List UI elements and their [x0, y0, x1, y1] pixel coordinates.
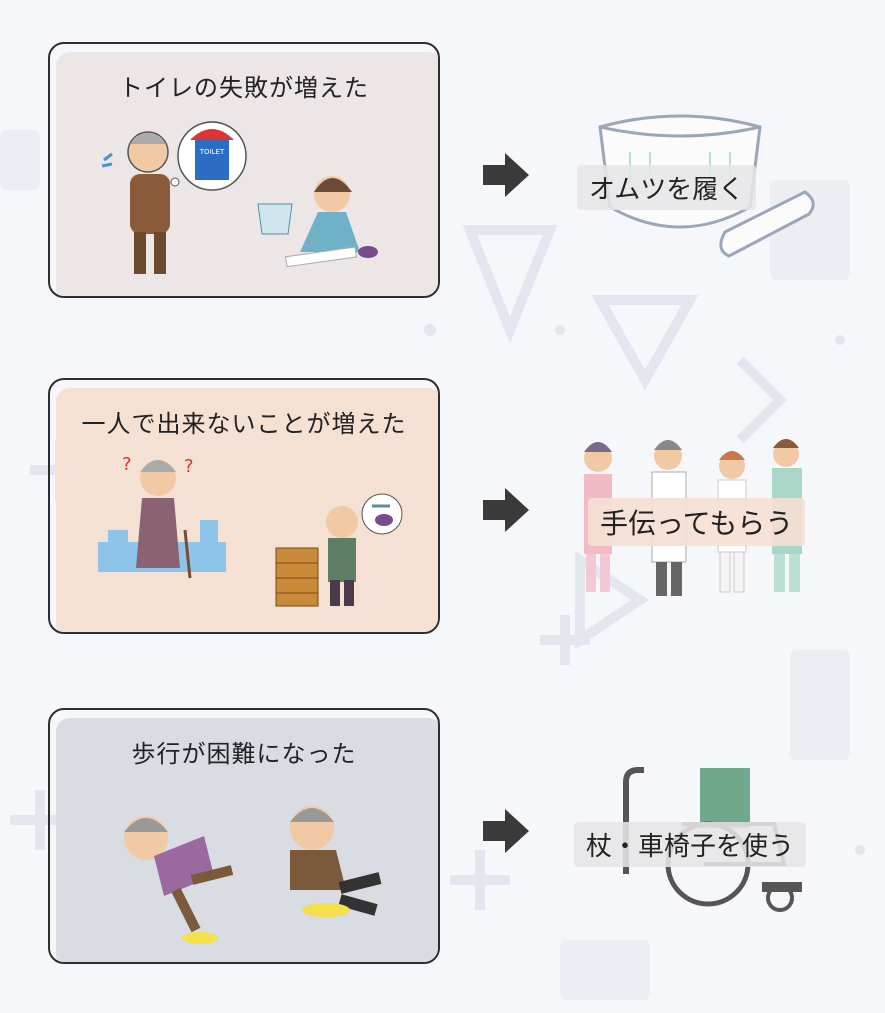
svg-text:?: ? [184, 456, 194, 477]
toilet-sign-text: TOILET [199, 148, 225, 156]
problem-text: 歩行が困難になった [131, 740, 357, 768]
solution-label: オムツを履く [577, 165, 757, 210]
card-shade [56, 718, 438, 962]
toilet-trouble-illustration: TOILET [101, 121, 378, 274]
arrow-right-icon [483, 488, 529, 532]
confused-elderly-illustration: ? ? [98, 454, 403, 607]
solution-label: 手伝ってもらう [588, 498, 806, 546]
svg-text:?: ? [122, 454, 132, 475]
arrow-right-icon [483, 809, 529, 853]
problem-card-assistance: 一人で出来ないことが増えた ? ? [48, 378, 440, 634]
problem-card-toilet: トイレの失敗が増えた TOILET [48, 42, 440, 298]
falling-elderly-illustration [124, 806, 382, 944]
solution-label: 杖・車椅子を使う [574, 822, 807, 867]
problem-card-walking: 歩行が困難になった [48, 708, 440, 964]
problem-text: トイレの失敗が増えた [119, 74, 369, 102]
problem-text: 一人で出来ないことが増えた [81, 410, 407, 438]
arrow-right-icon [483, 153, 529, 197]
